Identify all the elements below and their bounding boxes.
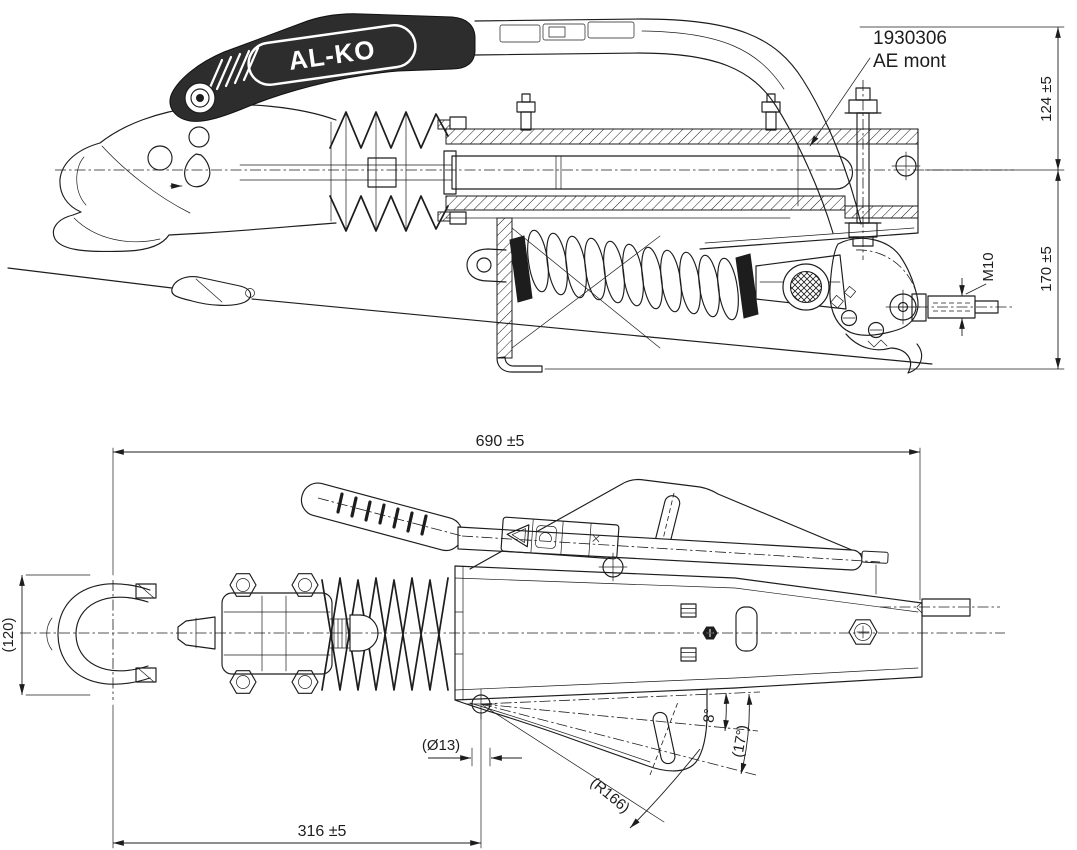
bellows-side (329, 111, 449, 232)
logo-outline (247, 23, 417, 87)
grease-nipple-2 (761, 93, 781, 131)
plan-view: 690 ±5 (120) 316 ±5 (Ø13) 8° (17°) (R166… (0, 433, 1005, 849)
part-variant: AE mont (873, 51, 947, 72)
spring-cylinder (466, 229, 847, 321)
grease-nipple (516, 93, 536, 131)
mounting-bracket (699, 87, 921, 250)
m10-rod (911, 293, 999, 322)
dim-m10: M10 (980, 252, 997, 281)
side-view: AL-KO (7, 13, 1065, 374)
drawbar-shaft-plan (329, 614, 379, 652)
dim-124: 124 ±5 (1038, 76, 1055, 122)
dim-dia13: (Ø13) (422, 737, 460, 754)
dim-angle-8: 8° (700, 708, 718, 724)
dim-radius-166: (R166) (587, 774, 633, 817)
plan-centerlines (20, 497, 1005, 700)
handbrake-lever-plan (300, 482, 889, 595)
brake-rod-plan (916, 598, 971, 617)
part-callout: 1930306 AE mont (809, 28, 947, 147)
brake-lever-mechanism (782, 237, 923, 374)
coupling-handle-plan (46, 583, 157, 685)
drawtube-section (437, 116, 919, 225)
dim-170: 170 ±5 (1038, 246, 1055, 292)
clamp-block (177, 573, 333, 694)
handbrake-lever-tube (474, 18, 862, 234)
dim-angle-17: (17°) (729, 724, 751, 759)
grip-grooves (336, 492, 428, 536)
dim-690: 690 ±5 (476, 433, 525, 450)
lever-end-pin (861, 550, 889, 564)
plan-dimensions: 690 ±5 (120) 316 ±5 (Ø13) 8° (17°) (R166… (0, 433, 921, 849)
side-dimensions: 124 ±5 170 ±5 M10 (544, 26, 1065, 370)
bellows-plan (321, 577, 449, 691)
warning-triangle-icon (506, 524, 530, 548)
bracket-hole (891, 151, 921, 181)
dim-120: (120) (0, 617, 17, 652)
carabiner-hook (171, 275, 252, 306)
coil-spring (527, 229, 739, 321)
handbrake-handle: AL-KO (169, 13, 476, 122)
position-hole (598, 552, 628, 582)
clamp-bolt (229, 573, 319, 694)
part-number: 1930306 (873, 28, 947, 49)
hex-nut (848, 619, 878, 645)
pivot-bracket-plan (454, 688, 761, 823)
side-centerlines (55, 80, 1014, 308)
breakaway-cable (7, 267, 933, 365)
callout-leader (809, 57, 871, 147)
dim-316: 316 ±5 (298, 823, 347, 840)
shaft-tip-plug (177, 616, 216, 650)
warning-label-plate (500, 516, 620, 560)
coupling-head (52, 104, 337, 253)
damper-shaft (239, 150, 854, 195)
